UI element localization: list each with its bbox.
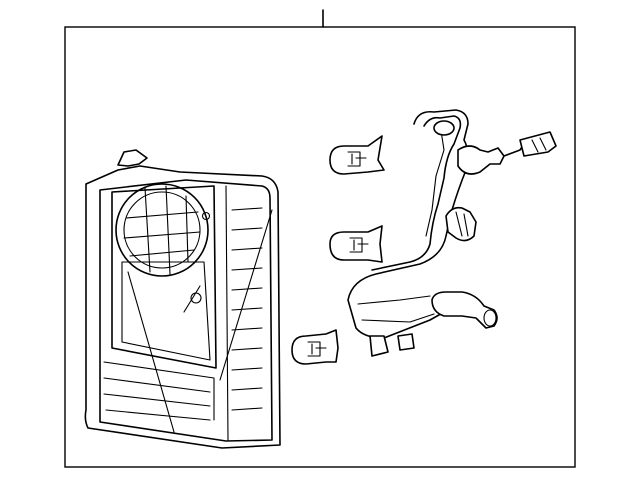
- socket-middle: [445, 206, 477, 242]
- harness-connector: [519, 131, 557, 157]
- lamp-housing: [84, 165, 281, 449]
- lens-right-stripes: [225, 185, 263, 441]
- screw-hole: [201, 211, 211, 221]
- socket-lower: [431, 291, 498, 329]
- lens-lower-stripes: [103, 361, 215, 421]
- reflector-inner: [121, 261, 211, 361]
- round-lens-inner: [123, 191, 201, 269]
- bulb-middle: [329, 225, 383, 263]
- socket-lower-cap: [483, 309, 497, 327]
- lens-hatch: [123, 185, 201, 275]
- diagram-frame: [64, 26, 576, 468]
- socket-bottom: [369, 335, 389, 357]
- socket-upper: [457, 145, 505, 175]
- round-lens: [115, 183, 209, 277]
- wiring-harness: [347, 109, 557, 357]
- lamp-lens: [99, 179, 273, 442]
- socket-eye: [433, 120, 455, 136]
- bulb-upper: [329, 135, 385, 175]
- socket-bottom-2: [397, 333, 415, 351]
- lens-reflection-lines: [127, 209, 273, 433]
- bulb-lower: [291, 329, 339, 365]
- mounting-tab: [117, 149, 148, 167]
- tail-lamp-assembly: [84, 149, 281, 449]
